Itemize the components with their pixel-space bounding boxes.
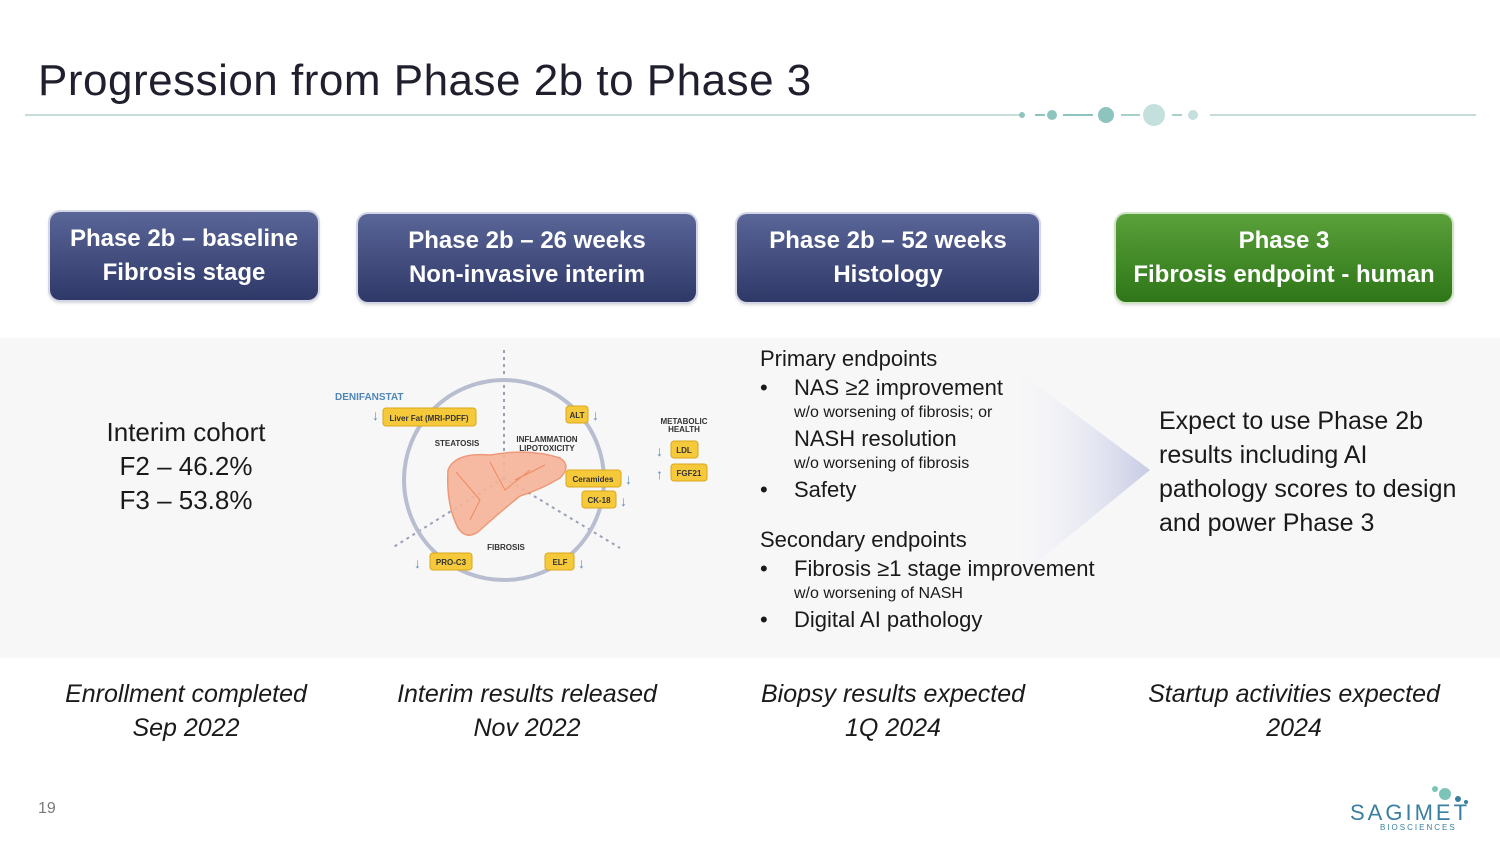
- milestone-line: Sep 2022: [132, 714, 240, 742]
- content-band: [0, 338, 1500, 658]
- cohort-heading: Interim cohort: [106, 417, 266, 447]
- slide-title: Progression from Phase 2b to Phase 3: [38, 56, 812, 105]
- liver-fat-label: Liver Fat (MRI-PDFF): [389, 414, 468, 423]
- inflammation-label: INFLAMMATION: [516, 435, 577, 444]
- phase3-expectation: Expect to use Phase 2b results including…: [1159, 407, 1457, 537]
- alt-label: ALT: [570, 411, 585, 420]
- elf-label: ELF: [552, 558, 567, 567]
- milestone-line: Startup activities expected: [1148, 680, 1440, 708]
- endpoint-item: Digital AI pathology: [760, 605, 1120, 634]
- fibrosis-label: FIBROSIS: [487, 543, 525, 552]
- arrow-up-icon: ↑: [656, 466, 663, 482]
- steatosis-label: STEATOSIS: [435, 439, 480, 448]
- logo-subtitle: BIOSCIENCES: [1380, 823, 1457, 832]
- endpoint-item: NASH resolution: [794, 426, 957, 451]
- cohort-f2: F2 – 46.2%: [119, 451, 253, 481]
- proc3-label: PRO-C3: [436, 558, 467, 567]
- liver-icon: [446, 451, 567, 536]
- stage-box-line: Histology: [833, 261, 943, 288]
- stage-box-line: Non-invasive interim: [408, 261, 646, 288]
- stage-box-line: Phase 2b – baseline: [69, 225, 299, 252]
- endpoints-list: Primary endpoints NAS ≥2 improvement w/o…: [760, 344, 1120, 634]
- milestone-line: 1Q 2024: [845, 714, 941, 742]
- stage-box-baseline: Phase 2b – baseline Fibrosis stage: [50, 212, 318, 300]
- stage-box-line: Phase 3: [1238, 227, 1330, 254]
- arrow-down-icon: ↓: [414, 555, 421, 571]
- endpoint-note: w/o worsening of NASH: [794, 585, 963, 602]
- milestone-line: Enrollment completed: [65, 680, 307, 708]
- stage-box-52-weeks: Phase 2b – 52 weeks Histology: [737, 214, 1039, 302]
- arrow-down-icon: ↓: [578, 555, 585, 571]
- title-divider: [25, 104, 1476, 126]
- milestone-interim: Interim results released Nov 2022: [367, 677, 687, 745]
- page-number: 19: [38, 800, 56, 817]
- ceramides-label: Ceramides: [573, 475, 614, 484]
- arrow-down-icon: ↓: [620, 493, 627, 509]
- milestone-line: Nov 2022: [473, 714, 581, 742]
- ck18-label: CK-18: [587, 496, 611, 505]
- arrow-down-icon: ↓: [625, 471, 632, 487]
- arrow-down-icon: ↓: [372, 407, 379, 423]
- milestone-line: 2024: [1266, 714, 1322, 742]
- ldl-label: LDL: [676, 446, 692, 455]
- stage-box-line: Fibrosis endpoint - human: [1133, 261, 1435, 288]
- arrow-down-icon: ↓: [592, 407, 599, 423]
- denifanstat-label: DENIFANSTAT: [335, 392, 404, 403]
- milestone-biopsy: Biopsy results expected 1Q 2024: [743, 677, 1043, 745]
- logo-wordmark: SAGIMET: [1350, 800, 1471, 825]
- milestone-line: Biopsy results expected: [760, 680, 1026, 708]
- endpoint-note: w/o worsening of fibrosis; or: [794, 404, 993, 421]
- milestone-startup: Startup activities expected 2024: [1125, 677, 1463, 745]
- primary-endpoints-heading: Primary endpoints: [760, 346, 938, 371]
- milestone-enrollment: Enrollment completed Sep 2022: [40, 677, 332, 745]
- endpoint-item: Fibrosis ≥1 stage improvement: [760, 554, 1120, 583]
- arrow-down-icon: ↓: [656, 443, 663, 459]
- fgf21-label: FGF21: [677, 469, 702, 478]
- secondary-endpoints-heading: Secondary endpoints: [760, 527, 967, 552]
- cohort-f3: F3 – 53.8%: [119, 485, 253, 515]
- endpoint-note: w/o worsening of fibrosis: [794, 455, 970, 472]
- stage-box-line: Phase 2b – 26 weeks: [408, 227, 646, 254]
- sagimet-logo-icon: [1432, 786, 1468, 804]
- endpoint-item: Safety: [760, 475, 1120, 504]
- metabolic-label: METABOLIC: [661, 417, 708, 426]
- stage-box-line: Fibrosis stage: [102, 259, 266, 286]
- endpoint-item: NAS ≥2 improvement: [760, 373, 1120, 402]
- interim-cohort: Interim cohort F2 – 46.2% F3 – 53.8%: [60, 415, 312, 517]
- stage-box-phase3: Phase 3 Fibrosis endpoint - human: [1116, 214, 1452, 302]
- lipotoxicity-label: LIPOTOXICITY: [519, 444, 575, 453]
- biomarker-diagram: DENIFANSTAT Liver Fat (MRI-PDFF) ↓ ALT ↓…: [335, 350, 708, 582]
- stage-box-26-weeks: Phase 2b – 26 weeks Non-invasive interim: [358, 214, 696, 302]
- milestone-line: Interim results released: [397, 680, 657, 708]
- health-label: HEALTH: [668, 425, 700, 434]
- stage-box-line: Phase 2b – 52 weeks: [769, 227, 1007, 254]
